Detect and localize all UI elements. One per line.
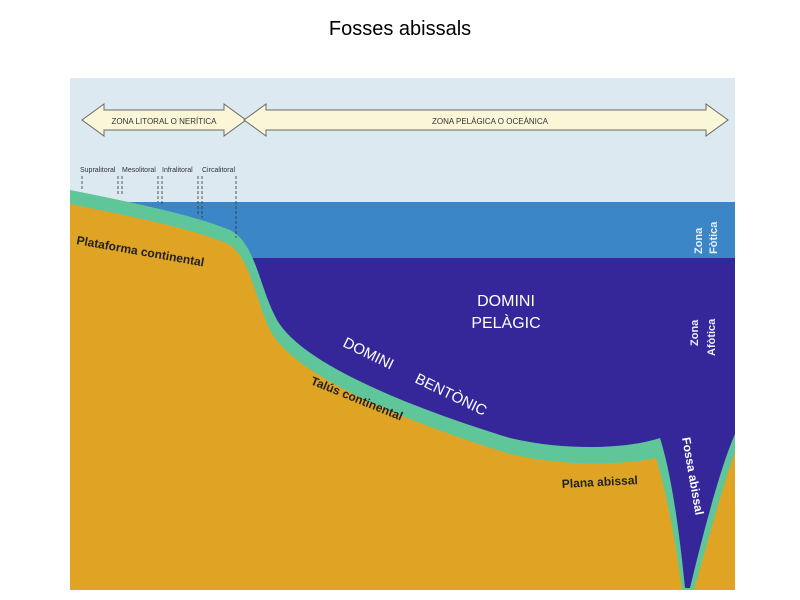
subzone-boundaries: [81, 176, 237, 238]
zona-litoral-label: ZONA LITORAL O NERÍTICA: [112, 117, 218, 126]
zona-afotica-line2: Afòtica: [706, 318, 718, 356]
zona-fotica-line2: Fòtica: [708, 221, 720, 254]
subzone-circalitoral: Circalitoral: [202, 167, 236, 174]
zona-fotica-line1: Zona: [693, 227, 705, 254]
page-title: Fosses abissals: [328, 18, 472, 40]
subzone-mesolitoral: Mesolitoral: [122, 167, 156, 174]
domini-pelagic-line1: DOMINI: [477, 293, 535, 310]
domini-pelagic-line2: PELÀGIC: [471, 313, 540, 332]
plana-abissal-label: Plana abissal: [561, 473, 638, 491]
zona-pelagica-arrow: [243, 103, 729, 137]
zona-pelagica-label: ZONA PELÀGICA O OCEÀNICA: [432, 117, 549, 126]
ocean-zones-diagram: ZONA LITORAL O NERÍTICA ZONA PELÀGICA O …: [70, 78, 735, 590]
subzone-supralitoral: Supralitoral: [80, 167, 116, 174]
zona-afotica-line1: Zona: [689, 319, 701, 346]
diagram-svg: ZONA LITORAL O NERÍTICA ZONA PELÀGICA O …: [70, 78, 735, 590]
ground-layer: [70, 204, 735, 590]
subzone-infralitoral: Infralitoral: [162, 167, 193, 174]
sky-background: [70, 78, 735, 202]
